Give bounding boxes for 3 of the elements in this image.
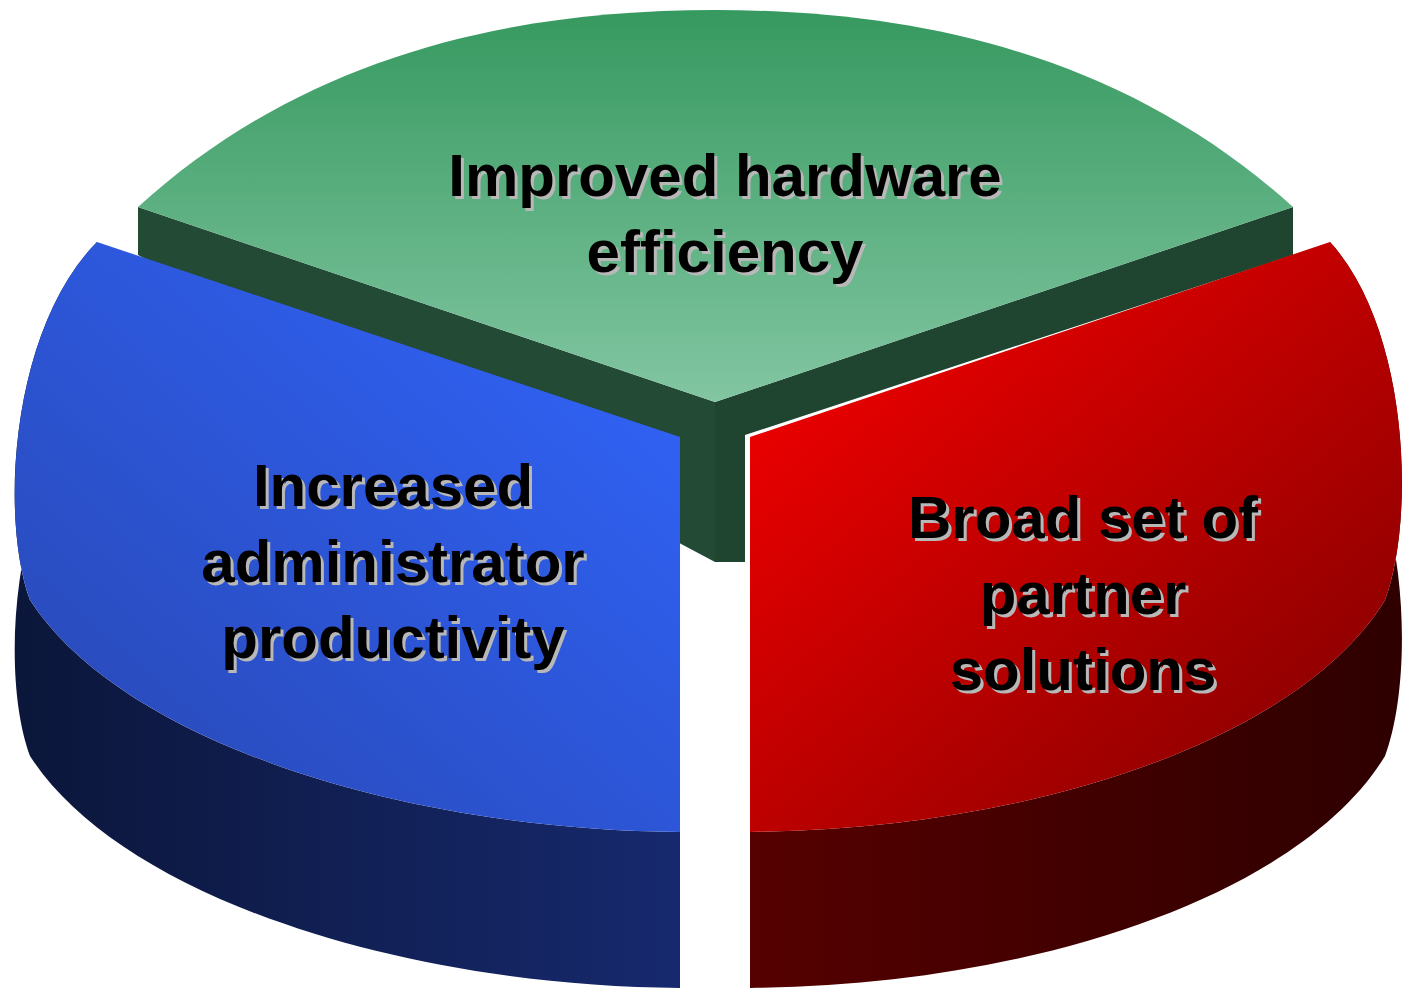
segment-label: Broad set of partner solutions [906, 483, 1259, 705]
segment-label: Increased administrator productivity [200, 451, 586, 673]
segment-label: Improved hardware efficiency [447, 141, 1003, 287]
